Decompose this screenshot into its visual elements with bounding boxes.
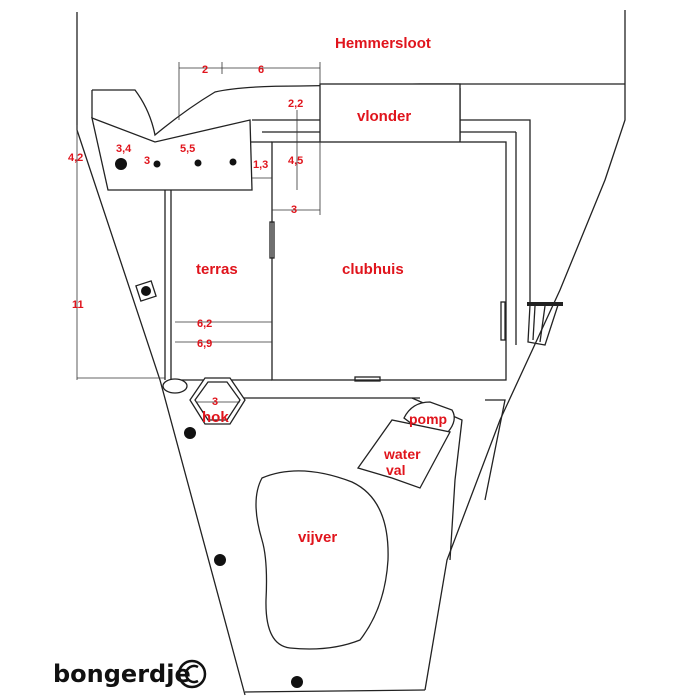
clubhouse-door-right [500,301,506,341]
clubhouse-door-left [269,221,275,259]
dim-4-5: 4,5 [288,155,303,167]
path-edge-far [484,399,506,501]
dim-2-2: 2,2 [288,98,303,110]
dim-4-2: 4,2 [68,152,83,164]
dim-3-mid: 3 [291,204,297,216]
clubhouse-door-bottom [354,376,381,382]
plot-boundary-right [424,10,626,691]
plot-boundary-bottom [244,689,426,693]
dim-6-9: 6,9 [197,338,212,350]
copyright-icon [177,659,207,689]
shed-inner [194,381,241,421]
tree-3 [291,676,303,688]
dim-1-3: 1,3 [253,159,268,171]
dim-3-4: 3,4 [116,143,132,155]
label-terras: terras [196,261,238,278]
dim-3-small: 3 [144,155,150,167]
label-water: water [383,446,421,462]
label-vlonder: vlonder [357,108,411,125]
dimension-lines [76,62,321,403]
post-4 [229,158,237,166]
label-hemmersloot: Hemmersloot [335,35,431,52]
post-1 [115,158,127,170]
upper-strip [91,116,253,191]
pond [255,470,389,650]
label-clubhuis: clubhuis [342,261,404,278]
post-3 [194,159,202,167]
copyright-c [184,664,199,684]
plot-boundary-left [76,12,246,696]
clubhouse-frame-right [460,119,531,305]
tree-2 [214,554,226,566]
ditch-bank [92,83,625,137]
dim-6: 6 [258,64,264,76]
label-hok: hok [202,409,229,426]
dim-3-shed: 3 [212,396,218,408]
post-2 [153,160,161,168]
label-val: val [386,462,405,478]
waterfall [356,419,451,489]
label-pomp: pomp [409,411,447,427]
dim-6-2: 6,2 [197,318,212,330]
dim-5-5: 5,5 [180,143,195,155]
corner-stone [162,378,188,394]
dim-2: 2 [202,64,208,76]
stairs-step-2 [539,305,546,343]
tree-1 [184,427,196,439]
stairs-outline [527,304,559,346]
lamp [141,286,151,296]
dim-11: 11 [72,299,84,311]
label-vijver: vijver [298,529,337,546]
deck [319,83,461,145]
watermark-text: bongerdje [53,660,191,688]
clubhouse [271,141,507,381]
stairs-step-1 [532,305,536,341]
